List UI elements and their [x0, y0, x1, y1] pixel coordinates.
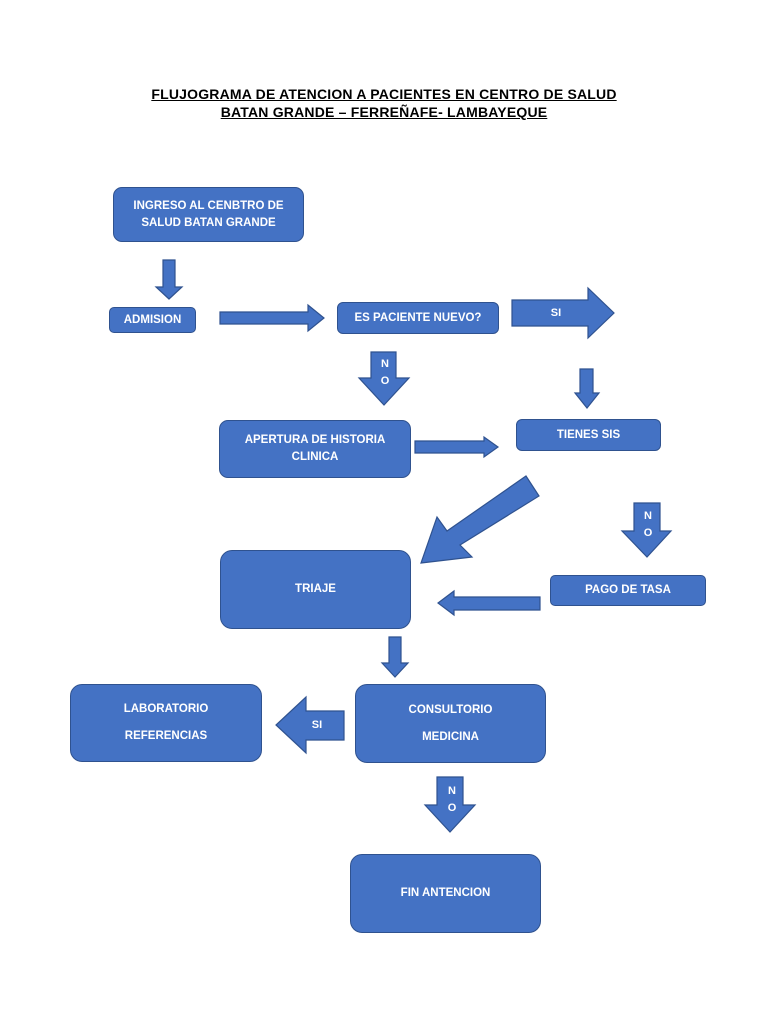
node-ingreso-line-2: SALUD BATAN GRANDE	[141, 216, 276, 229]
arrow-si-to-right	[511, 286, 615, 340]
node-consultorio-line-2: MEDICINA	[422, 730, 479, 743]
node-apertura-historia: APERTURA DE HISTORIA CLINICA	[219, 420, 411, 478]
arrow-label-no-sis-o: O	[643, 527, 653, 539]
arrow-label-no-sis-n: N	[644, 510, 652, 522]
arrow-no-to-fin	[423, 776, 477, 833]
diagram-title-line-1: FLUJOGRAMA DE ATENCION A PACIENTES EN CE…	[151, 86, 617, 102]
node-admision-label: ADMISION	[123, 313, 182, 326]
node-tienes-sis: TIENES SIS	[516, 419, 661, 451]
node-triaje: TRIAJE	[220, 550, 411, 629]
arrow-label-si-top: SI	[550, 307, 562, 319]
node-consultorio-line-1: CONSULTORIO	[408, 703, 493, 716]
diagram-title-line-2: BATAN GRANDE – FERREÑAFE- LAMBAYEQUE	[220, 104, 548, 120]
node-tienes-sis-label: TIENES SIS	[556, 428, 621, 441]
node-laboratorio-line-1: LABORATORIO	[123, 703, 209, 715]
arrow-si-to-laboratorio	[275, 695, 345, 755]
arrow-label-si-lab: SI	[311, 719, 323, 731]
arrow-ingreso-to-admision	[154, 259, 184, 300]
node-apertura-line-2: CLINICA	[291, 451, 339, 463]
node-es-paciente-nuevo-label: ES PACIENTE NUEVO?	[354, 311, 482, 324]
arrow-tienes-sis-to-triaje	[420, 475, 540, 564]
node-ingreso: INGRESO AL CENBTRO DE SALUD BATAN GRANDE	[113, 187, 304, 242]
arrow-label-no-o: O	[380, 375, 390, 387]
arrow-admision-to-paciente-nuevo	[219, 303, 325, 333]
arrow-label-no-n: N	[381, 358, 389, 370]
node-consultorio-medicina: CONSULTORIO MEDICINA	[355, 684, 546, 763]
arrow-no-to-apertura	[357, 351, 411, 406]
arrow-no-to-pago-de-tasa	[620, 502, 673, 558]
node-ingreso-line-1: INGRESO AL CENBTRO DE	[133, 199, 284, 212]
arrow-down-to-tienes-sis	[573, 368, 601, 409]
node-apertura-line-1: APERTURA DE HISTORIA	[244, 434, 386, 446]
node-fin-label: FIN ANTENCION	[400, 887, 491, 899]
arrow-apertura-to-tienes-sis	[414, 435, 500, 459]
node-pago-de-tasa-label: PAGO DE TASA	[585, 584, 671, 596]
arrow-label-no-consult-o: O	[447, 802, 457, 814]
node-es-paciente-nuevo: ES PACIENTE NUEVO?	[337, 302, 499, 334]
node-laboratorio-referencias: LABORATORIO REFERENCIAS	[70, 684, 262, 762]
node-admision: ADMISION	[109, 307, 196, 333]
node-pago-de-tasa: PAGO DE TASA	[550, 575, 706, 606]
arrow-label-no-consult-n: N	[448, 785, 456, 797]
node-laboratorio-line-2: REFERENCIAS	[124, 730, 208, 742]
node-fin-antencion: FIN ANTENCION	[350, 854, 541, 933]
arrow-pago-de-tasa-to-triaje	[437, 589, 541, 617]
arrow-triaje-to-consultorio	[380, 636, 410, 678]
node-triaje-label: TRIAJE	[295, 583, 336, 595]
